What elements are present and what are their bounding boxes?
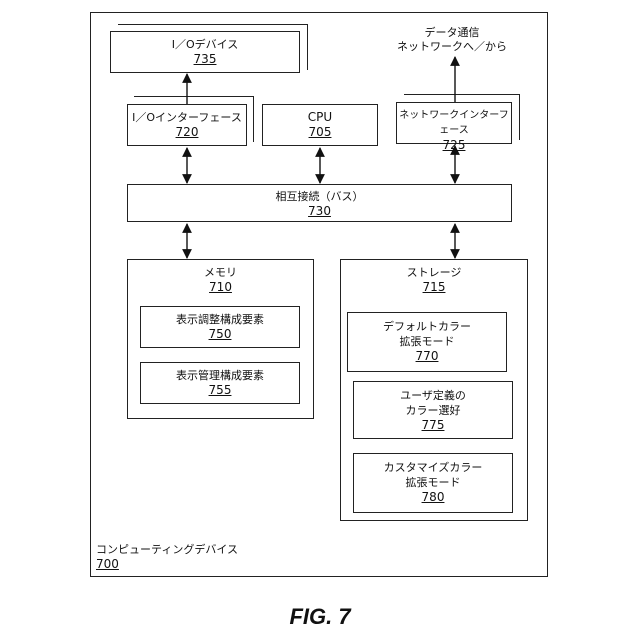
figure-caption: FIG. 7	[0, 604, 640, 630]
